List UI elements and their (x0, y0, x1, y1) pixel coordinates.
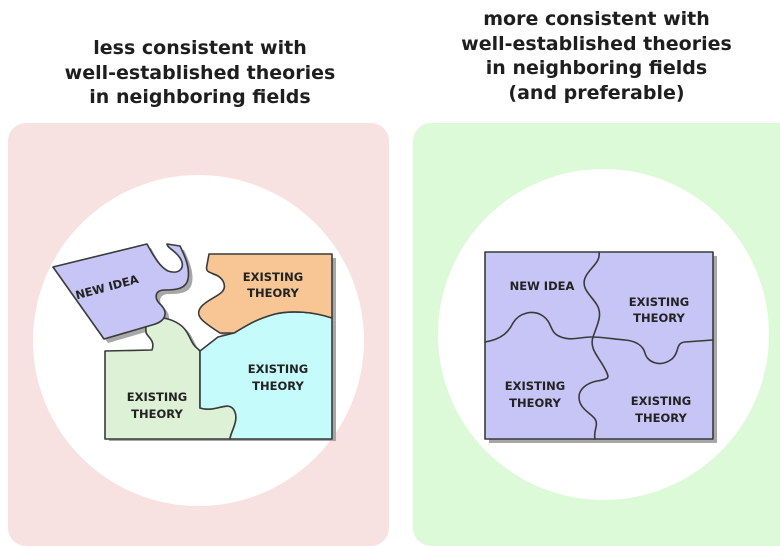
assembled-board (484, 251, 714, 440)
bottom-left-label-line-1: EXISTING (127, 390, 187, 404)
right-panel: NEW IDEA EXISTING THEORY EXISTING THEORY… (413, 123, 780, 546)
left-panel: NEW IDEA EXISTING THEORY EXISTING THEORY… (8, 123, 389, 546)
top-right-label-line-2: THEORY (247, 286, 299, 300)
piece-new-idea (52, 243, 190, 340)
assembled-bottom-left-line-2: THEORY (509, 396, 561, 410)
right-heading-line-2: well-established theories (461, 32, 732, 55)
cut-horizontal (484, 311, 714, 365)
right-heading-line-3: in neighboring fields (485, 57, 708, 79)
puzzle-cut-lines (484, 251, 714, 440)
left-heading-line-1: less consistent with (93, 37, 307, 59)
assembled-top-right-line-1: EXISTING (629, 295, 689, 309)
assembled-bottom-right-line-2: THEORY (635, 411, 687, 425)
bottom-right-label-line-2: THEORY (252, 379, 304, 393)
assembled-top-right-line-2: THEORY (633, 311, 685, 325)
assembled-bottom-left-line-1: EXISTING (505, 379, 565, 393)
right-heading: more consistent with well-established th… (413, 7, 780, 105)
assembled-new-idea-label: NEW IDEA (510, 279, 575, 293)
left-heading: less consistent with well-established th… (8, 36, 392, 110)
assembled-bottom-right-line-1: EXISTING (631, 394, 691, 408)
bottom-right-label-line-1: EXISTING (248, 362, 308, 376)
cut-vertical (578, 251, 609, 440)
piece-top-right (197, 253, 333, 334)
bottom-left-label-line-2: THEORY (131, 407, 183, 421)
left-heading-line-3: in neighboring fields (89, 86, 311, 108)
left-heading-line-2: well-established theories (64, 61, 336, 84)
right-heading-line-4: (and preferable) (508, 81, 685, 104)
right-heading-line-1: more consistent with (483, 8, 710, 30)
top-right-label-line-1: EXISTING (243, 270, 303, 284)
right-puzzle: NEW IDEA EXISTING THEORY EXISTING THEORY… (484, 251, 717, 443)
left-puzzle: NEW IDEA EXISTING THEORY EXISTING THEORY… (52, 243, 336, 441)
